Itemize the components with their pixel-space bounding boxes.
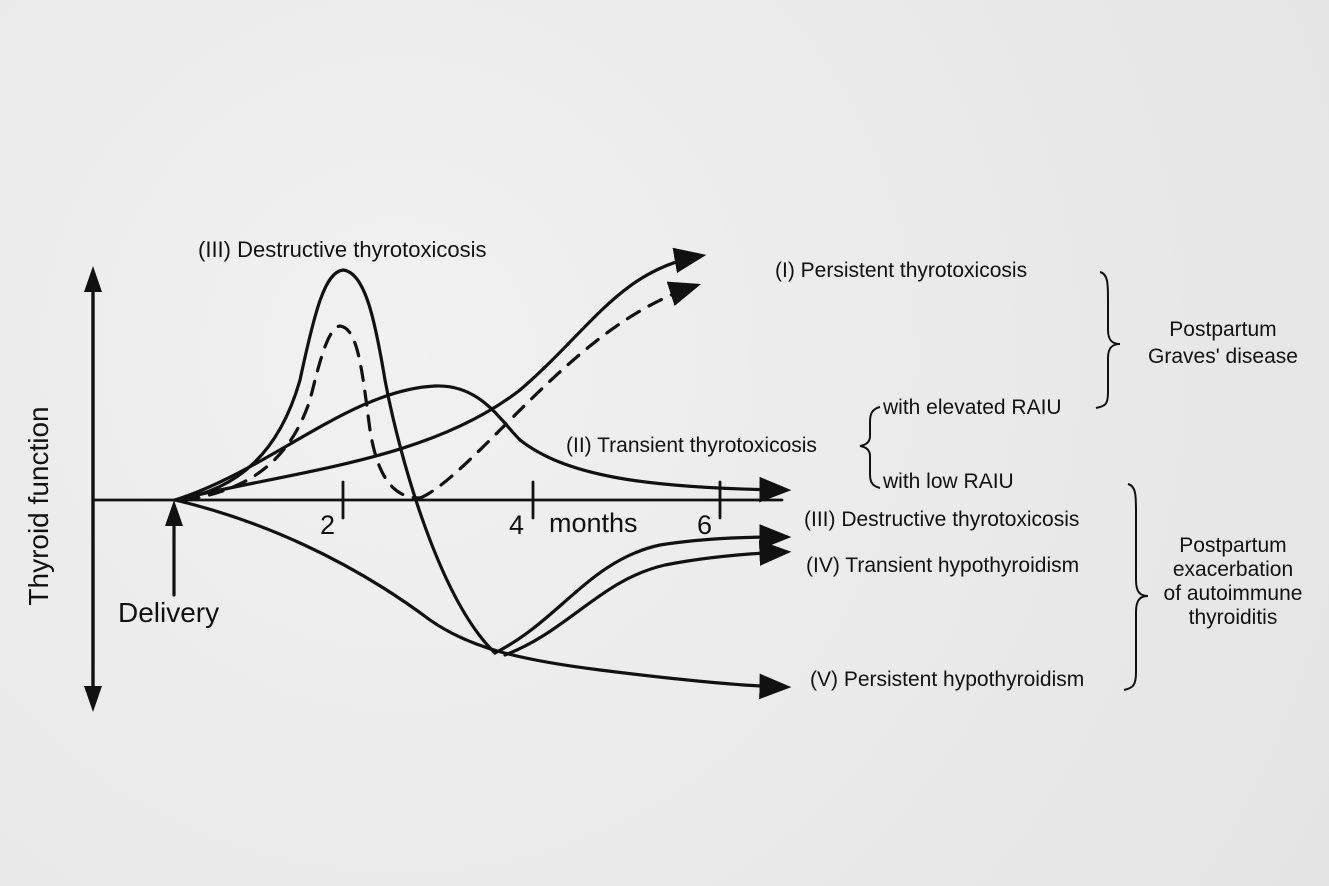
brace-autoimmune	[1123, 483, 1149, 691]
group-label-graves: Postpartum Graves' disease	[1128, 316, 1318, 370]
label-transient-hypothyroidism: (IV) Transient hypothyroidism	[806, 554, 1080, 577]
group-autoimmune-line-1: Postpartum	[1179, 534, 1287, 557]
brace-raiu	[859, 406, 881, 489]
curve-transient-thyrotoxicosis	[173, 384, 792, 503]
label-destructive-top: (III) Destructive thyrotoxicosis	[198, 237, 487, 262]
delivery-label: Delivery	[118, 597, 220, 628]
curve-transient-hypothyroidism-a	[493, 524, 792, 655]
y-axis-arrow-down	[84, 686, 102, 712]
x-tick-label-4: 4	[509, 510, 525, 540]
label-destructive-thyrotoxicosis: (III) Destructive thyrotoxicosis	[804, 508, 1080, 531]
label-low-raiu: with low RAIU	[883, 470, 1014, 493]
group-graves-line-2: Graves' disease	[1148, 345, 1298, 368]
label-elevated-raiu: with elevated RAIU	[883, 396, 1062, 419]
group-label-autoimmune: Postpartum exacerbation of autoimmune th…	[1146, 534, 1320, 630]
label-persistent-hypothyroidism: (V) Persistent hypothyroidism	[810, 668, 1085, 691]
group-autoimmune-line-3: of autoimmune	[1163, 582, 1303, 605]
curve-transient-hypothyroidism-b	[503, 540, 792, 657]
label-transient-thyrotoxicosis: (II) Transient thyrotoxicosis	[566, 434, 817, 457]
curve-destructive-thyrotoxicosis-dashed	[183, 324, 422, 502]
brace-graves	[1095, 271, 1121, 409]
delivery-arrow-head	[165, 500, 183, 526]
x-tick-label-6: 6	[697, 510, 713, 540]
x-tick-label-2: 2	[320, 510, 336, 540]
curve-persistent-thyrotoxicosis	[173, 247, 707, 502]
y-axis-label: Thyroid function	[23, 406, 54, 606]
group-graves-line-1: Postpartum	[1169, 318, 1277, 341]
curve-persistent-thyrotoxicosis-dashed	[418, 281, 702, 500]
group-autoimmune-line-4: thyroiditis	[1188, 606, 1278, 629]
y-axis-arrow-up	[84, 266, 102, 292]
group-autoimmune-line-2: exacerbation	[1172, 558, 1294, 581]
curve-destructive-thyrotoxicosis	[173, 268, 497, 655]
curve-persistent-hypothyroidism	[173, 498, 792, 700]
x-unit-label: months	[549, 508, 638, 538]
label-persistent-thyrotoxicosis: (I) Persistent thyrotoxicosis	[775, 259, 1028, 282]
